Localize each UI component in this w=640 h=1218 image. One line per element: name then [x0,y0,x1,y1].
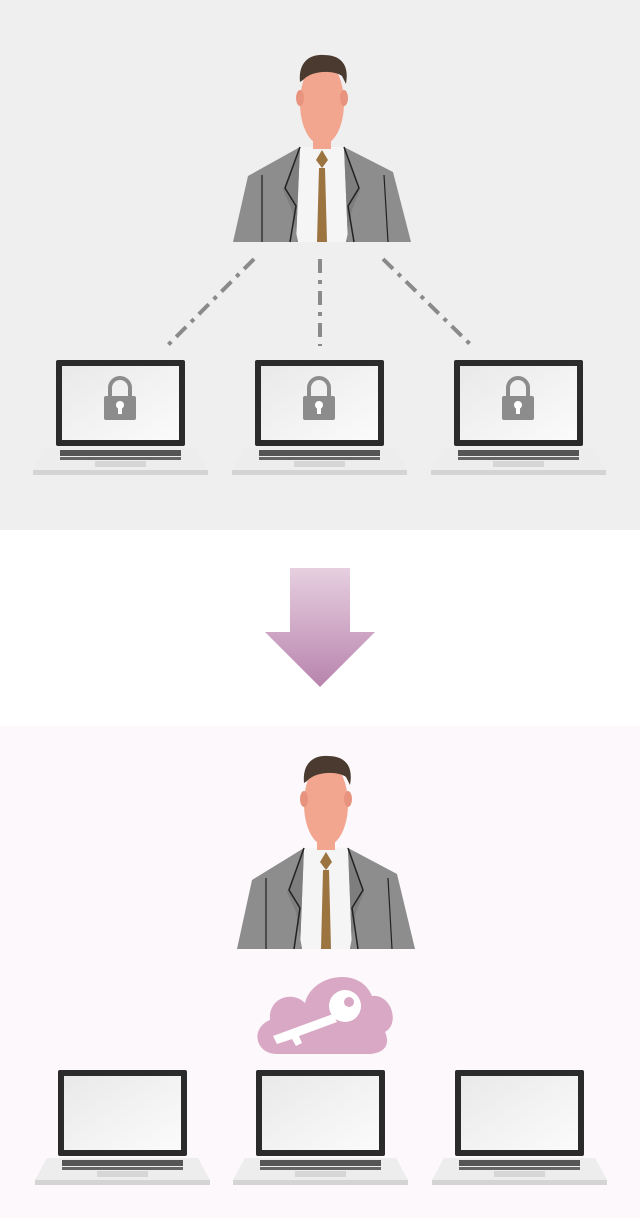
cloud-key-icon [257,977,393,1054]
padlock-icon [502,376,534,420]
top-scene-panel [0,0,640,530]
laptop-locked-2 [232,360,407,475]
down-arrow-icon [265,568,375,687]
laptop-unlocked-3 [432,1070,607,1185]
connection-lines [165,257,474,348]
key-icon [273,990,361,1046]
padlock-icon [104,376,136,420]
bottom-scene-panel [0,726,640,1218]
laptop-locked-3 [431,360,606,475]
connection-line-right [381,257,474,348]
laptop-locked-1 [33,360,208,475]
laptop-unlocked-2 [233,1070,408,1185]
businessman-icon [237,755,415,950]
padlock-icon [303,376,335,420]
transition-panel [0,530,640,726]
businessman-icon [233,54,411,243]
laptop-unlocked-1 [35,1070,210,1185]
connection-line-left [165,257,256,348]
